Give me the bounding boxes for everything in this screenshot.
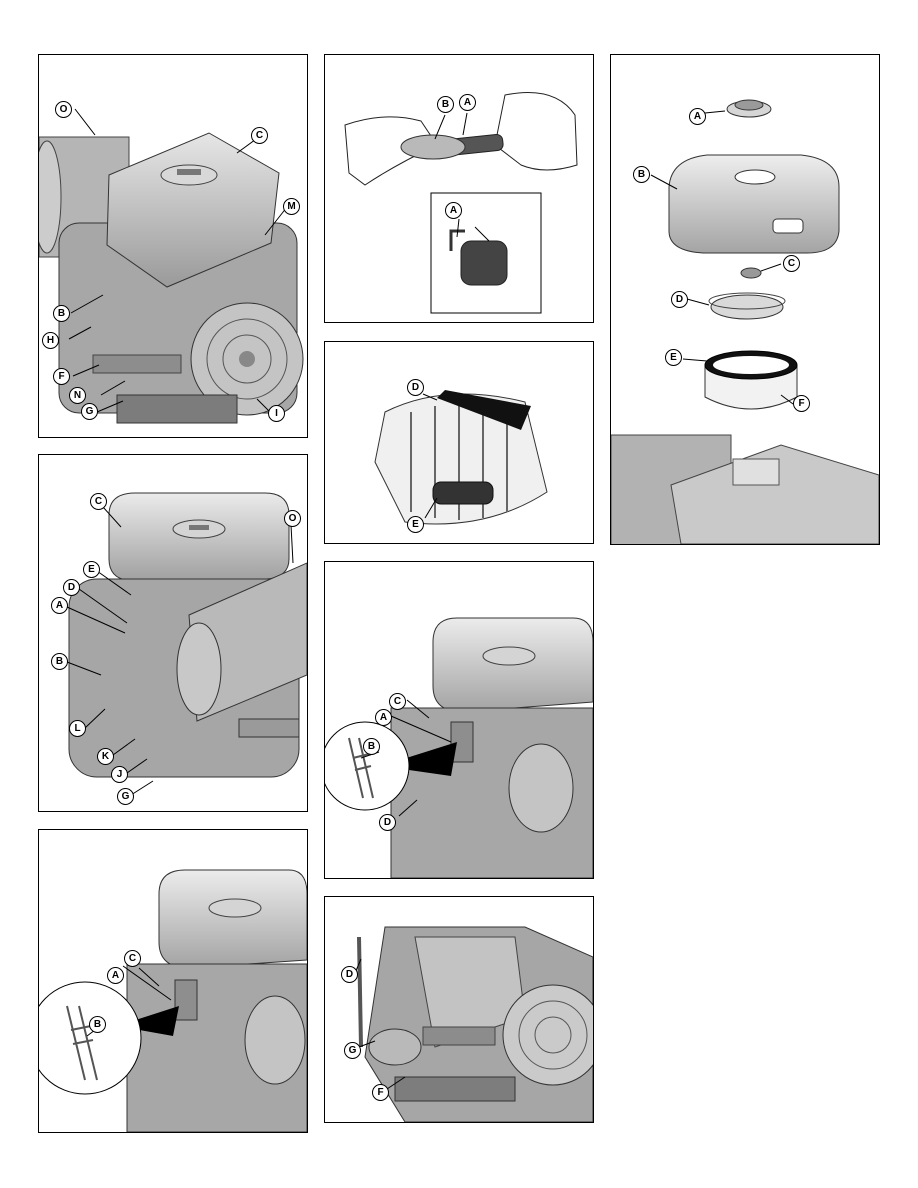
callout-c: C <box>124 950 141 967</box>
callout-b: B <box>89 1016 106 1033</box>
callout-i: I <box>268 405 285 422</box>
figure-dipstick-detail: C A B D <box>324 561 594 879</box>
callout-g: G <box>344 1042 361 1059</box>
figure-air-cleaner-exploded: A B C D E F <box>610 54 880 545</box>
callout-g: G <box>117 788 134 805</box>
callout-k: K <box>97 748 114 765</box>
callout-o: O <box>284 510 301 527</box>
engine-side-illustration <box>66 492 307 796</box>
callout-b: B <box>53 305 70 322</box>
callout-j: J <box>111 766 128 783</box>
engine-overview-illustration <box>39 108 304 424</box>
callout-l: L <box>69 720 86 737</box>
air-cleaner-exploded-illustration <box>611 99 879 544</box>
figure-engine-side-view: C O E D A B L K J G <box>38 454 308 812</box>
callout-g: G <box>81 403 98 420</box>
figure-spark-plug-gap: B A A <box>324 54 594 323</box>
callout-n: N <box>69 387 86 404</box>
callout-f: F <box>53 368 70 385</box>
spark-plug-lead-illustration <box>374 390 548 525</box>
callout-b: B <box>51 653 68 670</box>
callout-b: B <box>363 738 380 755</box>
callout-c: C <box>251 127 268 144</box>
callout-b: B <box>633 166 650 183</box>
callout-d: D <box>341 966 358 983</box>
callout-a: A <box>459 94 476 111</box>
callout-h: H <box>42 332 59 349</box>
callout-f: F <box>793 395 810 412</box>
callout-a: A <box>107 967 124 984</box>
callout-d: D <box>671 291 688 308</box>
callout-e: E <box>665 349 682 366</box>
figure-oil-drain: D G F <box>324 896 594 1123</box>
callout-m: M <box>283 198 300 215</box>
detail-magnifier-illustration <box>39 869 307 1132</box>
callout-d: D <box>379 814 396 831</box>
callout-d: D <box>407 379 424 396</box>
callout-b: B <box>437 96 454 113</box>
callout-a: A <box>51 597 68 614</box>
callout-c: C <box>90 493 107 510</box>
spark-plug-gap-illustration <box>344 92 578 314</box>
figure-spark-plug-lead: D E <box>324 341 594 544</box>
oil-drain-illustration <box>354 926 593 1122</box>
callout-o: O <box>55 101 72 118</box>
callout-a: A <box>689 108 706 125</box>
callout-e: E <box>83 561 100 578</box>
callout-e: E <box>407 516 424 533</box>
callout-f: F <box>372 1084 389 1101</box>
callout-c: C <box>783 255 800 272</box>
dipstick-detail-illustration <box>325 617 593 878</box>
figure-engine-overview: O C M B H F N G I <box>38 54 308 438</box>
callout-a-inset: A <box>445 202 462 219</box>
callout-a: A <box>375 709 392 726</box>
callout-d: D <box>63 579 80 596</box>
callout-c: C <box>389 693 406 710</box>
figure-detail-magnifier: C A B <box>38 829 308 1133</box>
